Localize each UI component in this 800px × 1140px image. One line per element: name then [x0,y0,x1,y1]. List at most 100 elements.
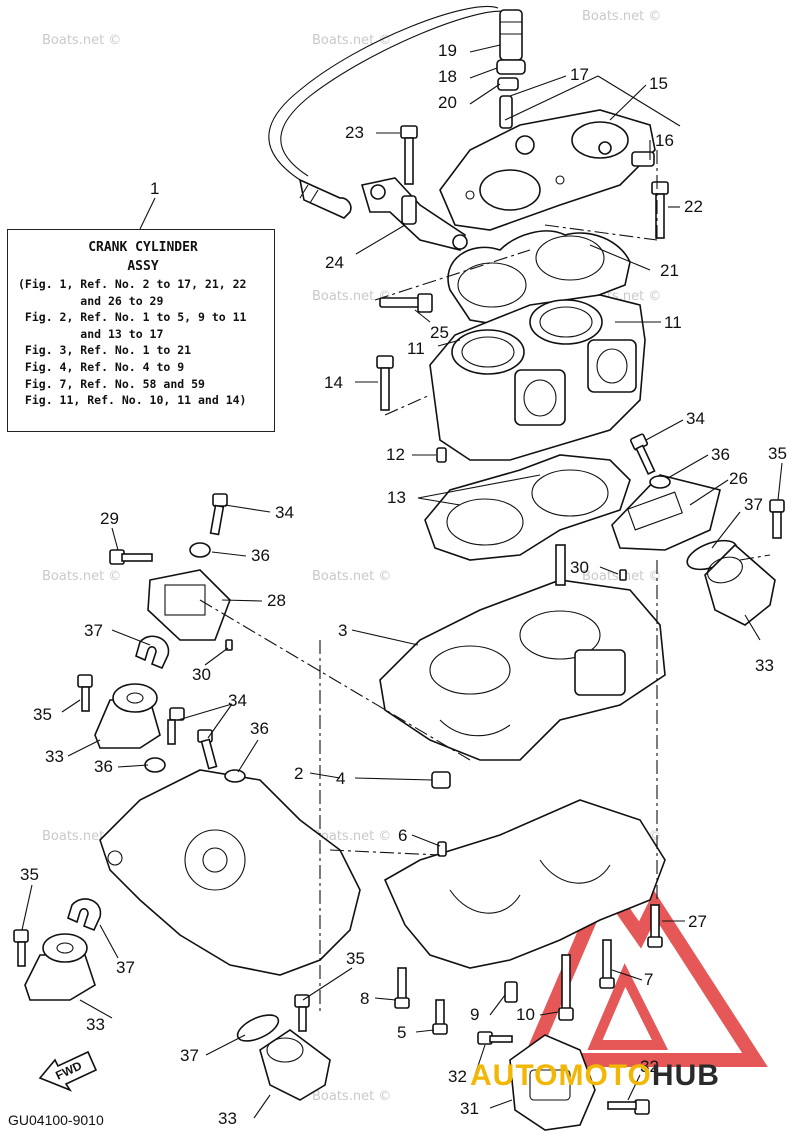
callout-12[interactable]: 12 [386,445,405,464]
callout-17[interactable]: 17 [570,65,589,84]
reed-valve-left [147,569,231,641]
watermark: Boats.net © [42,569,121,584]
legend-line: Fig. 7, Ref. No. 58 and 59 [18,376,205,391]
callout-33d[interactable]: 33 [218,1109,237,1128]
callout-35c[interactable]: 35 [20,865,39,884]
legend-line: and 26 to 29 [18,293,164,308]
callout-30b[interactable]: 30 [192,665,211,684]
legend-line: and 13 to 17 [18,326,164,341]
pin-30-left [225,639,233,651]
bolt-34-cover [167,707,218,770]
engine-mount-left-upper [94,683,161,749]
callout-3[interactable]: 3 [338,621,347,640]
callout-33b[interactable]: 33 [45,747,64,766]
callout-25[interactable]: 25 [430,323,449,342]
callout-36d[interactable]: 36 [94,757,113,776]
callout-23[interactable]: 23 [345,123,364,142]
watermark: Boats.net © [312,1089,391,1104]
coolant-hose [268,6,526,219]
callout-32b[interactable]: 32 [640,1057,659,1076]
bolt-16 [631,151,655,167]
callout-9[interactable]: 9 [470,1005,479,1024]
cylinder-head-cover [439,95,656,231]
callout-28[interactable]: 28 [267,591,286,610]
legend-title-line2: ASSY [127,259,159,274]
crankcase-lower [383,799,666,969]
callout-24[interactable]: 24 [325,253,344,272]
bracket-24 [360,177,468,251]
callout-2[interactable]: 2 [294,764,303,783]
legend-line: Fig. 3, Ref. No. 1 to 21 [18,343,192,358]
bolt-10 [558,954,574,1021]
bolt-22 [651,181,669,239]
callout-10[interactable]: 10 [516,1005,535,1024]
callout-5[interactable]: 5 [397,1023,406,1042]
callout-36c[interactable]: 36 [250,719,269,738]
callout-34c[interactable]: 34 [228,691,247,710]
hose-37-lower [67,898,102,932]
bolt-35-left-lower [13,929,29,967]
bushing-4 [431,771,451,789]
callout-36b[interactable]: 36 [251,546,270,565]
callout-34a[interactable]: 34 [686,409,705,428]
callout-6[interactable]: 6 [398,826,407,845]
callout-13[interactable]: 13 [387,488,406,507]
callout-31[interactable]: 31 [460,1099,479,1118]
washer-36-cover [144,757,246,783]
callout-34b[interactable]: 34 [275,503,294,522]
reed-valve-right [611,474,721,551]
callout-22[interactable]: 22 [684,197,703,216]
callout-19[interactable]: 19 [438,41,457,60]
pin-30-right [619,569,627,581]
cylinder-block [429,294,646,461]
bolt-35-left-upper [77,674,93,712]
callout-4[interactable]: 4 [336,769,345,788]
callout-16[interactable]: 16 [655,131,674,150]
callout-33a[interactable]: 33 [755,656,774,675]
crankcase-upper [379,579,666,761]
callout-29[interactable]: 29 [100,509,119,528]
gasket-37-bottom [236,1014,280,1042]
watermark: Boats.net © [312,289,391,304]
callout-35a[interactable]: 35 [768,444,787,463]
callout-7[interactable]: 7 [644,970,653,989]
callout-33c[interactable]: 33 [86,1015,105,1034]
bolt-25 [379,293,433,313]
callout-labels: 19 18 20 17 15 16 23 22 1 24 21 25 11 11… [20,41,787,1128]
assembly-legend-box: CRANK CYLINDER ASSY (Fig. 1, Ref. No. 2 … [7,229,275,432]
fwd-arrow-icon: FWD [38,1050,98,1092]
legend-line: Fig. 4, Ref. No. 4 to 9 [18,359,185,374]
callout-35b[interactable]: 35 [33,705,52,724]
callout-27[interactable]: 27 [688,912,707,931]
callout-8[interactable]: 8 [360,989,369,1008]
hose-37-left [135,635,170,670]
callout-37b[interactable]: 37 [84,621,103,640]
bolt-32-left [477,1031,513,1045]
bolt-32-right [607,1099,650,1115]
bolt-35-bottom [294,994,310,1032]
callout-18[interactable]: 18 [438,67,457,86]
callout-11b[interactable]: 11 [664,313,682,332]
callout-11a[interactable]: 11 [407,339,425,358]
watermark: Boats.net © [312,569,391,584]
callout-32a[interactable]: 32 [448,1067,467,1086]
callout-15[interactable]: 15 [649,74,668,93]
callout-30a[interactable]: 30 [570,558,589,577]
callout-37a[interactable]: 37 [744,495,763,514]
callout-37d[interactable]: 37 [180,1046,199,1065]
callout-14[interactable]: 14 [324,373,343,392]
callout-21[interactable]: 21 [660,261,679,280]
callout-20[interactable]: 20 [438,93,457,112]
callout-1[interactable]: 1 [150,179,159,198]
callout-35d[interactable]: 35 [346,949,365,968]
callout-37c[interactable]: 37 [116,958,135,977]
dowel-6 [437,841,447,857]
callout-36a[interactable]: 36 [711,445,730,464]
engine-mount-left-lower [24,933,96,1001]
bolt-29 [109,549,153,565]
watermark: Boats.net © [42,33,121,48]
washer-36-left [189,542,211,558]
callout-26[interactable]: 26 [729,469,748,488]
stud-3-top [555,544,566,586]
